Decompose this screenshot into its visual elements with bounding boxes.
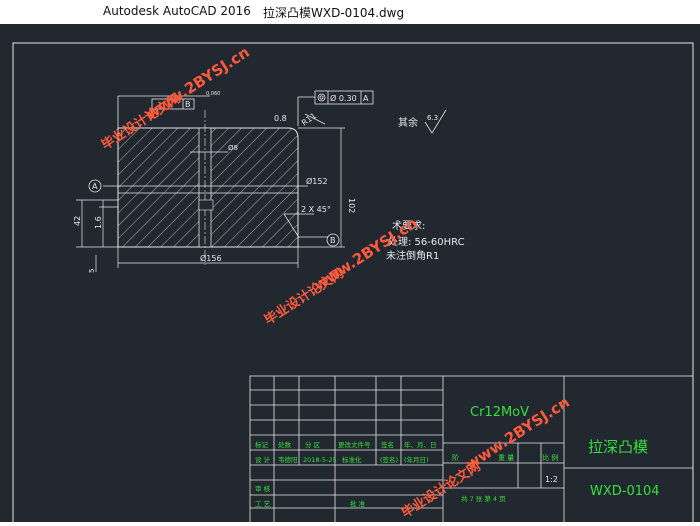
dimension-lines <box>76 113 345 272</box>
file-title: 拉深凸模WXD-0104.dwg <box>263 6 405 20</box>
dim-radius: R11 <box>300 111 318 127</box>
dim-dia-152: Ø152 <box>306 176 328 186</box>
tech-note-3: 未注倒角R1 <box>386 249 439 262</box>
row2-col3: 2018-5-25 <box>303 456 337 464</box>
datum-b-frame <box>117 95 210 128</box>
datum-b-letter: B <box>185 100 191 109</box>
part-name: 拉深凸模 <box>588 438 648 456</box>
dim-small-5: 5 <box>88 269 96 273</box>
datum-b-marker <box>326 233 340 247</box>
row2-col5: (签名) <box>380 455 398 464</box>
drawing-number: WXD-0104 <box>590 484 660 499</box>
watermarks: 毕业设计论文网 www.2BYSJ.cn 毕业设计论文网 www.2BYSJ.c… <box>98 43 572 521</box>
dim-height-102: 102 <box>347 198 356 213</box>
datum-a-label: A <box>92 182 98 191</box>
dim-left-42: 42 <box>73 216 82 226</box>
dim-left-16: 1.6 <box>94 216 103 229</box>
material-label: Cr12MoV <box>470 405 529 420</box>
roughness-symbol <box>424 109 447 134</box>
tech-note-1: 术要求: <box>392 220 425 232</box>
tech-note-2: 处理: 56-60HRC <box>388 236 465 248</box>
approve-label: 批 准 <box>350 499 366 508</box>
scale-value: 1:2 <box>545 475 558 484</box>
scale-label: 比 例 <box>542 453 558 462</box>
drawing-canvas[interactable]: Ø 0.30 A 0.060 B R11 <box>0 24 700 524</box>
datum-b-value: 0.060 <box>206 91 220 97</box>
weight-label: 重 量 <box>498 454 514 462</box>
dim-bore: Ø8 <box>228 144 238 152</box>
drawing-svg[interactable]: Ø 0.30 A 0.060 B R11 <box>0 24 700 524</box>
row1-col2: 处数 <box>278 440 292 449</box>
row1-col4: 更改文件号 <box>338 440 371 449</box>
row2-col4: 标准化 <box>342 455 362 464</box>
roughness-label: 其余 <box>398 116 418 129</box>
roughness-value: 6.3 <box>427 114 438 122</box>
dim-chamfer: 2 X 45° <box>301 205 331 214</box>
watermark-1-url: www.2BYSJ.cn <box>142 43 252 123</box>
row2-col2: 韦德阳 <box>278 455 298 464</box>
process-label: 工 艺 <box>255 500 271 508</box>
window-titlebar: Autodesk AutoCAD 2016 拉深凸模WXD-0104.dwg <box>0 0 700 24</box>
part-section <box>117 110 299 265</box>
dim-top-rough: 0.8 <box>274 114 287 123</box>
tolerance-frame <box>297 90 374 126</box>
title-row-2: 设 计 韦德阳 2018-5-25 标准化 (签名) (年月日) <box>255 455 429 464</box>
sheets-label: 共 7 张 第 4 页 <box>461 494 506 503</box>
datum-a-marker <box>88 179 102 193</box>
tolerance-value: Ø 0.30 <box>330 93 357 103</box>
row2-col6: (年月日) <box>404 455 429 464</box>
stage-label: 阶 <box>452 453 459 462</box>
row1-col1: 标记 <box>255 440 269 449</box>
dim-dia-156: Ø156 <box>200 253 222 263</box>
review-label: 审 核 <box>255 484 271 493</box>
row1-col6: 年、月、日 <box>404 440 437 449</box>
title-row-1: 标记 处数 分 区 更改文件号 签名 年、月、日 <box>255 440 437 449</box>
datum-b-label: B <box>330 236 336 245</box>
tolerance-datum: A <box>363 94 369 103</box>
row1-col5: 签名 <box>381 440 394 449</box>
app-title: Autodesk AutoCAD 2016 <box>103 4 251 18</box>
row2-col1: 设 计 <box>255 455 271 464</box>
row1-col3: 分 区 <box>305 440 321 449</box>
